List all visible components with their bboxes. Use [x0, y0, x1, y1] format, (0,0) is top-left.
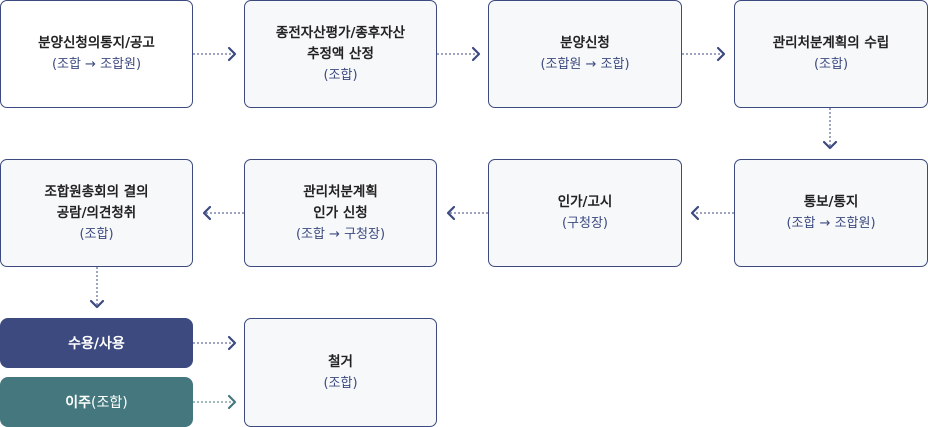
step-3-title: 분양신청 — [560, 35, 610, 51]
arrowhead-right-1 — [227, 46, 237, 62]
step-5-title: 통보/통지 — [803, 194, 859, 210]
arrowhead-right-2 — [471, 46, 481, 62]
step-3-box: 분양신청 (조합원 → 조합) — [488, 0, 682, 108]
outcome-relocation-suffix: (조합) — [91, 395, 128, 411]
step-8-title-line2: 공람/의견청취 — [56, 204, 137, 221]
final-step-box: 철거 (조합) — [244, 318, 437, 427]
step-1-title: 분양신청의통지/공고 — [38, 35, 155, 51]
arrowhead-right-5 — [227, 394, 237, 410]
step-8-box: 조합원총회의 결의 공람/의견청취 (조합) — [0, 159, 193, 267]
step-2-box: 종전자산평가/종후자산 추정액 산정 (조합) — [244, 0, 437, 108]
step-4-title: 관리처분계획의 수립 — [772, 35, 890, 51]
final-step-title: 철거 — [328, 353, 353, 370]
step-5-sub: (조합 → 조합원) — [786, 216, 876, 231]
arrowhead-left-3 — [202, 205, 212, 221]
step-8-sub: (조합) — [79, 226, 114, 242]
outcome-relocation-label: 이주 — [65, 395, 92, 411]
step-2-title-line2: 추정액 산정 — [307, 45, 374, 62]
arrowhead-right-4 — [227, 335, 237, 351]
step-7-title-line2: 인가 신청 — [313, 204, 368, 221]
step-1-sub: (조합 → 조합원) — [51, 57, 142, 72]
arrowhead-down-1 — [822, 140, 838, 150]
step-3-sub: (조합원 → 조합) — [540, 57, 630, 72]
step-6-title: 인가/고시 — [557, 194, 613, 210]
step-2-sub: (조합) — [323, 67, 358, 83]
step-7-sub: (조합 → 구청장) — [295, 226, 386, 242]
step-7-title-line1: 관리처분계획 — [303, 183, 378, 200]
outcome-expropriation: 수용/사용 — [0, 318, 193, 368]
outcome-expropriation-label: 수용/사용 — [68, 336, 125, 352]
step-6-sub: (구청장) — [561, 216, 609, 231]
step-2-title-line1: 종전자산평가/종후자산 — [275, 24, 406, 41]
step-8-title-line1: 조합원총회의 결의 — [44, 183, 149, 200]
step-1-box: 분양신청의통지/공고 (조합 → 조합원) — [0, 0, 193, 108]
step-5-box: 통보/통지 (조합 → 조합원) — [734, 159, 928, 267]
arrowhead-down-2 — [89, 299, 105, 309]
step-6-box: 인가/고시 (구청장) — [488, 159, 682, 267]
outcome-relocation: 이주(조합) — [0, 377, 193, 427]
step-7-box: 관리처분계획 인가 신청 (조합 → 구청장) — [244, 159, 437, 267]
step-4-box: 관리처분계획의 수립 (조합) — [734, 0, 928, 108]
arrowhead-right-3 — [716, 46, 726, 62]
step-4-sub: (조합) — [813, 57, 849, 72]
final-step-sub: (조합) — [323, 375, 358, 391]
arrowhead-left-2 — [446, 205, 456, 221]
arrowhead-left-1 — [690, 205, 700, 221]
